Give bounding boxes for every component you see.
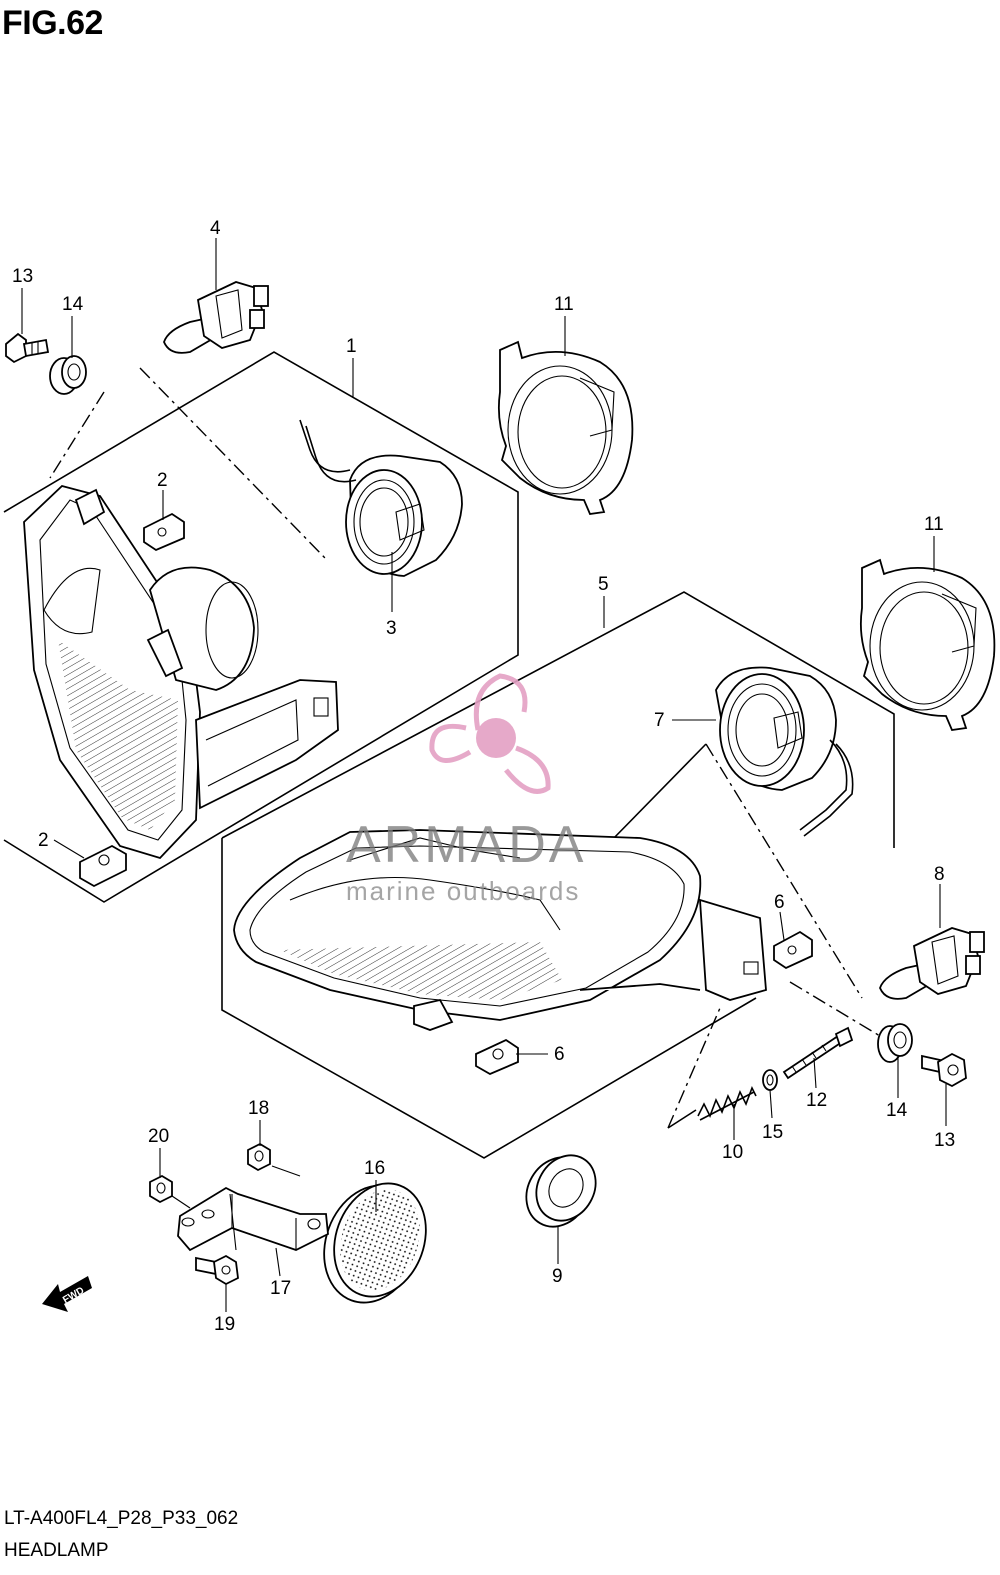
part-4-bulb [163, 281, 269, 354]
part-7-bulb-socket [715, 666, 854, 837]
callout-13-upper: 13 [12, 266, 33, 287]
part-8-bulb [879, 927, 985, 1000]
part-14-grommet-upper [49, 355, 87, 395]
fwd-direction-arrow: FWD [42, 1276, 92, 1312]
part-12-adjuster-screw [782, 1026, 854, 1080]
callout-8: 8 [934, 864, 945, 885]
part-11-ring-lower [859, 558, 996, 731]
callout-18: 18 [248, 1098, 269, 1119]
part-3-bulb-socket [299, 419, 463, 577]
callout-1: 1 [346, 336, 357, 357]
lower-assembly-frame [221, 591, 895, 1159]
callout-4: 4 [210, 218, 221, 239]
callout-labels: 1 2 2 3 4 5 6 6 7 8 9 10 11 11 12 13 13 … [12, 218, 955, 1335]
callout-15: 15 [762, 1122, 783, 1143]
part-2-clip-nut-a [143, 512, 185, 552]
callout-14-lower: 14 [886, 1100, 908, 1121]
callout-6-upper: 6 [774, 892, 785, 913]
callout-6-lower: 6 [554, 1044, 565, 1065]
part-9-rubber-ring [525, 1154, 597, 1228]
part-16-reflector [323, 1182, 427, 1304]
watermark-brand: ARMADA [346, 816, 586, 874]
leader-lines [21, 238, 947, 1312]
watermark-tagline: marine outboards [346, 876, 580, 906]
callout-7: 7 [654, 710, 665, 731]
part-10-spring [697, 1086, 757, 1121]
part-20-nut [149, 1174, 173, 1204]
figure-title: FIG.62 [2, 4, 103, 42]
upper-headlamp-housing [23, 485, 339, 860]
callout-16: 16 [364, 1158, 385, 1179]
part-2-clip-nut-b [79, 844, 127, 888]
figure-code: LT-A400FL4_P28_P33_062 [4, 1508, 239, 1529]
callout-11-lower: 11 [924, 514, 944, 535]
part-6-clip-nut-a [773, 930, 813, 970]
part-15-washer [762, 1069, 778, 1091]
callout-17: 17 [270, 1278, 291, 1299]
callout-2-lower: 2 [38, 830, 49, 851]
part-6-clip-nut-b [475, 1038, 519, 1076]
callout-20: 20 [148, 1126, 169, 1147]
callout-12: 12 [806, 1090, 827, 1111]
callout-13-lower: 13 [934, 1130, 955, 1151]
part-13-bolt-lower [921, 1052, 967, 1088]
part-13-bolt-upper [5, 332, 50, 364]
callout-5: 5 [598, 574, 609, 595]
callout-9: 9 [552, 1266, 563, 1287]
part-11-ring-upper [497, 340, 634, 515]
watermark: ARMADA marine outboards [346, 673, 586, 906]
callout-10: 10 [722, 1142, 743, 1163]
lower-headlamp-housing [233, 829, 767, 1031]
part-18-nut [247, 1142, 271, 1172]
fwd-label: FWD [61, 1285, 86, 1306]
part-17-reflector-bracket [177, 1186, 329, 1252]
figure-name: HEADLAMP [4, 1540, 109, 1561]
upper-assembly-frame [3, 351, 519, 903]
callout-14-upper: 14 [62, 294, 84, 315]
part-19-bolt [195, 1254, 239, 1286]
part-14-grommet-lower [877, 1023, 913, 1063]
callout-3: 3 [386, 618, 397, 639]
callout-19: 19 [214, 1314, 235, 1335]
propeller-logo-icon [429, 673, 551, 794]
callout-2-upper: 2 [157, 470, 168, 491]
callout-11-upper: 11 [554, 294, 574, 315]
